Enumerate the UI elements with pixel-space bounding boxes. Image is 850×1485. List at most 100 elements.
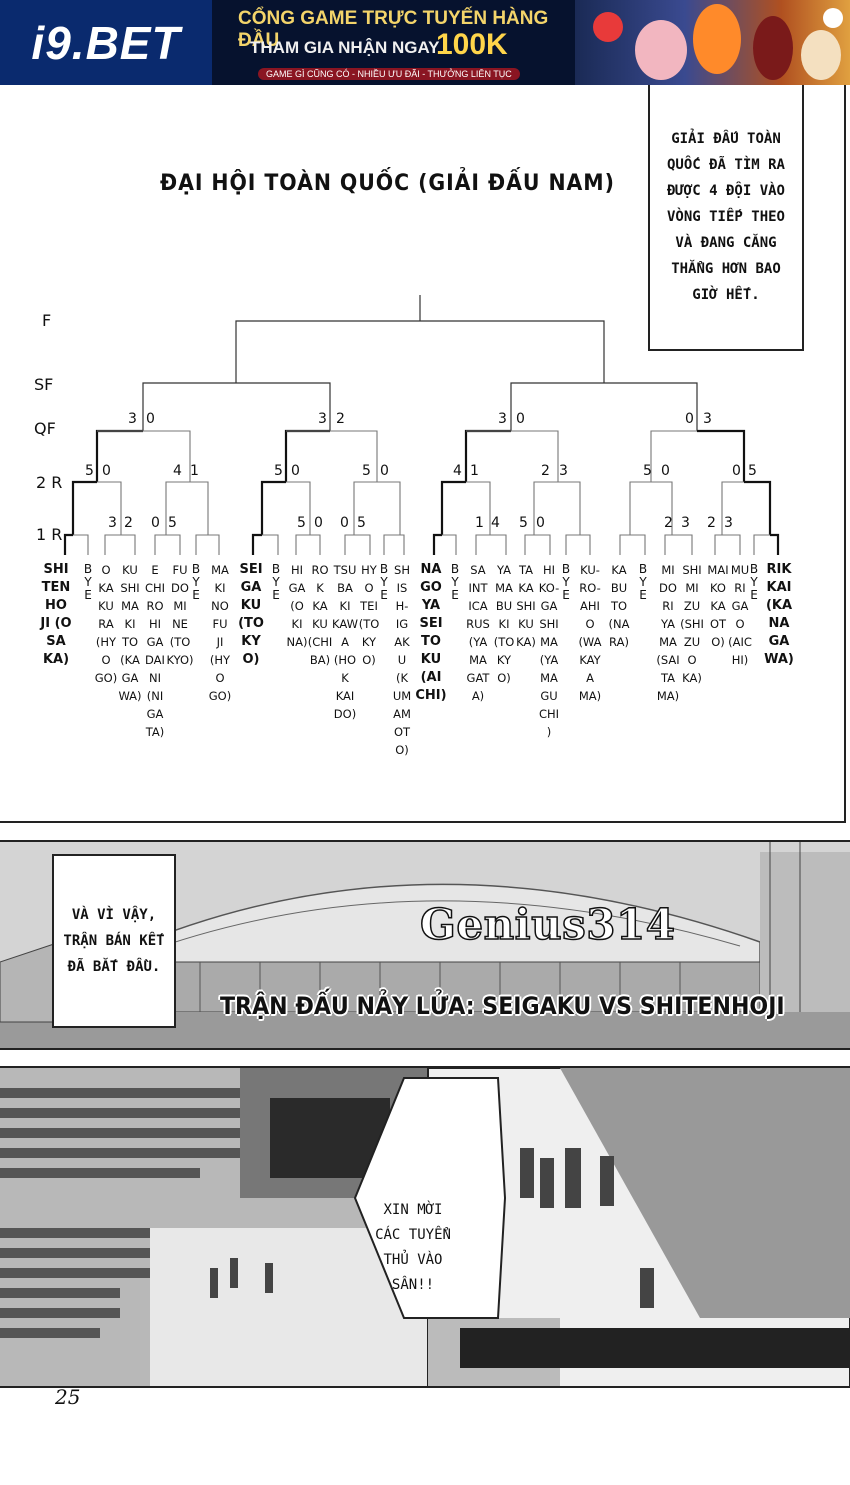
arena-illustration (0, 1068, 850, 1386)
qf-score: 0 (685, 411, 694, 427)
round1-score: 3 (724, 515, 733, 531)
team-name: MA KI NO FU JI (HY O GO) (208, 563, 232, 703)
round2-score: 5 (643, 463, 652, 479)
team-name: O KA KU RA (HY O GO) (94, 563, 118, 685)
bye-slot: B Y E (749, 562, 759, 602)
team-name: E CHI RO HI GA DAI NI (NI GA TA) (144, 563, 166, 739)
bye-slot: B Y E (379, 562, 389, 602)
round2-score: 1 (470, 463, 479, 479)
qf-score: 0 (146, 411, 155, 427)
round2-score: 0 (661, 463, 670, 479)
arena-panel: XIN MỜI CÁC TUYỂN THỦ VÀO SÂN!! (0, 1066, 850, 1388)
team-name: MU RI GA O (AIC HI) (728, 563, 752, 667)
round1-score: 3 (108, 515, 117, 531)
team-name: SHI MI ZU (SHI ZU O KA) (680, 563, 704, 685)
team-name: TSU BA KI KAW A (HO K KAI DO) (332, 563, 358, 721)
bye-slot: B Y E (561, 562, 571, 602)
round2-score: 0 (732, 463, 741, 479)
qf-score: 3 (318, 411, 327, 427)
bye-slot: B Y E (638, 562, 648, 602)
round2-score: 4 (453, 463, 462, 479)
round-label-round-2: 2 R (36, 473, 63, 492)
round2-score: 5 (274, 463, 283, 479)
ad-headline: CỔNG GAME TRỰC TUYẾN HÀNG ĐẦU (238, 8, 549, 51)
round1-score: 2 (664, 515, 673, 531)
round-label-round-1: 1 R (36, 525, 63, 544)
ad-text-block: CỔNG GAME TRỰC TUYẾN HÀNG ĐẦU THAM GIA N… (222, 0, 562, 85)
seeded-team-name: SEI GA KU (TO KY O) (238, 562, 264, 667)
ad-artwork (575, 0, 850, 85)
team-name: SH IS H- IG AK U (K UM AM OT O) (392, 563, 412, 757)
team-name: FU DO MI NE (TO KYO) (166, 563, 194, 667)
qf-score: 3 (498, 411, 507, 427)
speech-bubble: XIN MỜI CÁC TUYỂN THỦ VÀO SÂN!! (375, 1202, 451, 1293)
round-label-semifinal: SF (34, 375, 54, 394)
ad-tagline: GAME GÌ CŨNG CÓ - NHIỀU ƯU ĐÃI - THƯỞNG … (258, 68, 520, 80)
round1-score: 0 (314, 515, 323, 531)
round2-score: 5 (362, 463, 371, 479)
round1-score: 0 (536, 515, 545, 531)
team-name: SA INT ICA RUS (YA MA GAT A) (466, 563, 490, 703)
chapter-title: Genius314 (419, 899, 676, 950)
round1-score: 2 (124, 515, 133, 531)
round2-score: 0 (380, 463, 389, 479)
seeded-team-name: RIK KAI (KA NA GA WA) (764, 562, 794, 667)
bracket-lines (63, 295, 780, 555)
team-name: HY O TEI (TO KY O) (358, 563, 380, 667)
round1-score: 5 (168, 515, 177, 531)
ad-logo-text: i9.BET (31, 16, 181, 69)
team-name: KA BU TO (NA RA) (608, 563, 630, 649)
team-name: KU- RO- AHI O (WA KAY A MA) (578, 563, 602, 703)
round1-score: 5 (519, 515, 528, 531)
qf-score: 3 (128, 411, 137, 427)
round1-score: 0 (340, 515, 349, 531)
chapter-subtitle: TRẬN ĐẤU NẢY LỬA: SEIGAKU VS SHITENHOJI (220, 992, 785, 1020)
round1-score: 4 (491, 515, 500, 531)
qf-score: 3 (703, 411, 712, 427)
narration-text: GIẢI ĐẤU TOÀN QUỐC ĐÃ TÌM RA ĐƯỢC 4 ĐỘI … (666, 131, 785, 303)
qf-score: 0 (516, 411, 525, 427)
narration-box: GIẢI ĐẤU TOÀN QUỐC ĐÃ TÌM RA ĐƯỢC 4 ĐỘI … (648, 85, 804, 351)
ad-offer-amount: 100K (436, 28, 508, 61)
round2-score: 2 (541, 463, 550, 479)
round2-score: 1 (190, 463, 199, 479)
team-name: HI GA (O KI NA) (286, 563, 308, 649)
seeded-team-name: NA GO YA SEI TO KU (AI CHI) (415, 562, 447, 703)
bye-slot: B Y E (271, 562, 281, 602)
bracket-panel: ĐẠI HỘI TOÀN QUỐC (GIẢI ĐẤU NAM) GIẢI ĐẤ… (0, 85, 850, 825)
round1-score: 3 (681, 515, 690, 531)
round-label-quarterfinal: QF (34, 419, 56, 438)
team-name: MAI KO KA OT O) (707, 563, 729, 649)
stadium-illustration (0, 842, 850, 1048)
team-name: MI DO RI YA MA (SAI TA MA) (656, 563, 680, 703)
round2-score: 5 (85, 463, 94, 479)
team-name: YA MA BU KI (TO KY O) (493, 563, 515, 685)
ad-banner[interactable]: i9.BET CỔNG GAME TRỰC TUYẾN HÀNG ĐẦU THA… (0, 0, 850, 85)
seeded-team-name: SHI TEN HO JI (O SA KA) (40, 562, 72, 667)
round-label-final: F (42, 311, 52, 330)
ad-offer-prefix: THAM GIA NHẬN NGAY (250, 38, 440, 57)
round2-score: 0 (102, 463, 111, 479)
ad-logo[interactable]: i9.BET (0, 0, 212, 85)
round1-score: 0 (151, 515, 160, 531)
stadium-panel: VÀ VÌ VẬY, TRẬN BÁN KẾT ĐÃ BẮT ĐẦU. Geni… (0, 840, 850, 1050)
narration-box: VÀ VÌ VẬY, TRẬN BÁN KẾT ĐÃ BẮT ĐẦU. (52, 854, 176, 1028)
bye-slot: B Y E (83, 562, 93, 602)
narration-text: VÀ VÌ VẬY, TRẬN BÁN KẾT ĐÃ BẮT ĐẦU. (63, 907, 165, 975)
round1-score: 5 (297, 515, 306, 531)
team-name: TA KA SHI KU KA) (516, 563, 536, 649)
bracket-title: ĐẠI HỘI TOÀN QUỐC (GIẢI ĐẤU NAM) (160, 171, 615, 196)
round1-score: 1 (475, 515, 484, 531)
round1-score: 2 (707, 515, 716, 531)
round2-score: 5 (748, 463, 757, 479)
bye-slot: B Y E (450, 562, 460, 602)
team-name: KU SHI MA KI TO (KA GA WA) (118, 563, 142, 703)
panel-border (0, 85, 846, 823)
page-number: 25 (55, 1385, 81, 1409)
round2-score: 0 (291, 463, 300, 479)
team-name: RO K KA KU (CHI BA) (307, 563, 333, 667)
qf-score: 2 (336, 411, 345, 427)
round2-score: 4 (173, 463, 182, 479)
bye-slot: B Y E (191, 562, 201, 602)
round2-score: 3 (559, 463, 568, 479)
